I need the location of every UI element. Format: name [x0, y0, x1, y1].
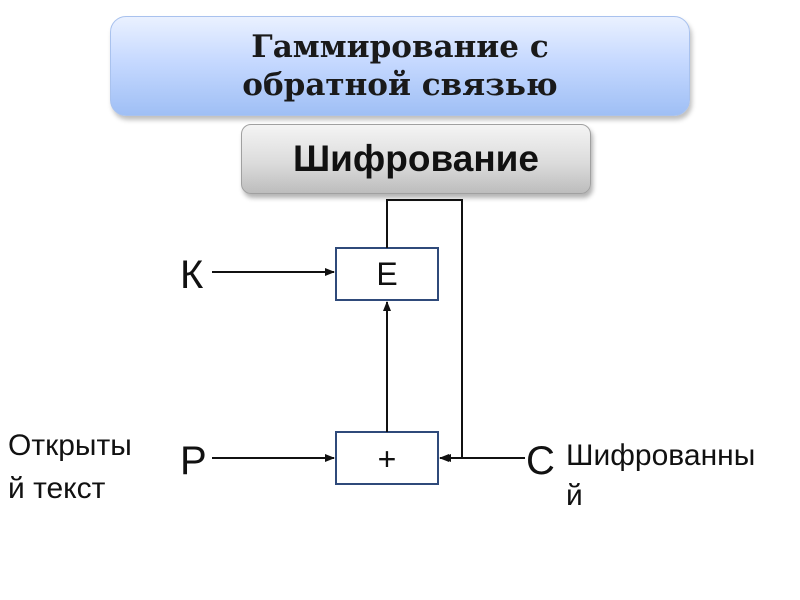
section-banner: Шифрование — [241, 124, 591, 194]
plaintext-label: P — [180, 439, 207, 483]
key-label: К — [180, 253, 204, 297]
title-banner: Гаммирование с обратной связью — [110, 16, 690, 116]
xor-block — [335, 431, 439, 485]
section-title: Шифрование — [292, 138, 539, 179]
slide-title: Гаммирование с обратной связью — [242, 29, 558, 103]
encrypt-block-label: E — [376, 256, 397, 292]
plaintext-text-line2: й текст — [8, 472, 106, 505]
ciphertext-text-line1: Шифрованны — [566, 439, 755, 472]
feedback-loop-arrow — [386, 199, 463, 462]
ciphertext-label: C — [526, 439, 555, 483]
plaintext-text-line1: Открыты — [8, 429, 132, 462]
ciphertext-text-line2: й — [566, 479, 583, 512]
xor-block-label: + — [378, 441, 397, 477]
